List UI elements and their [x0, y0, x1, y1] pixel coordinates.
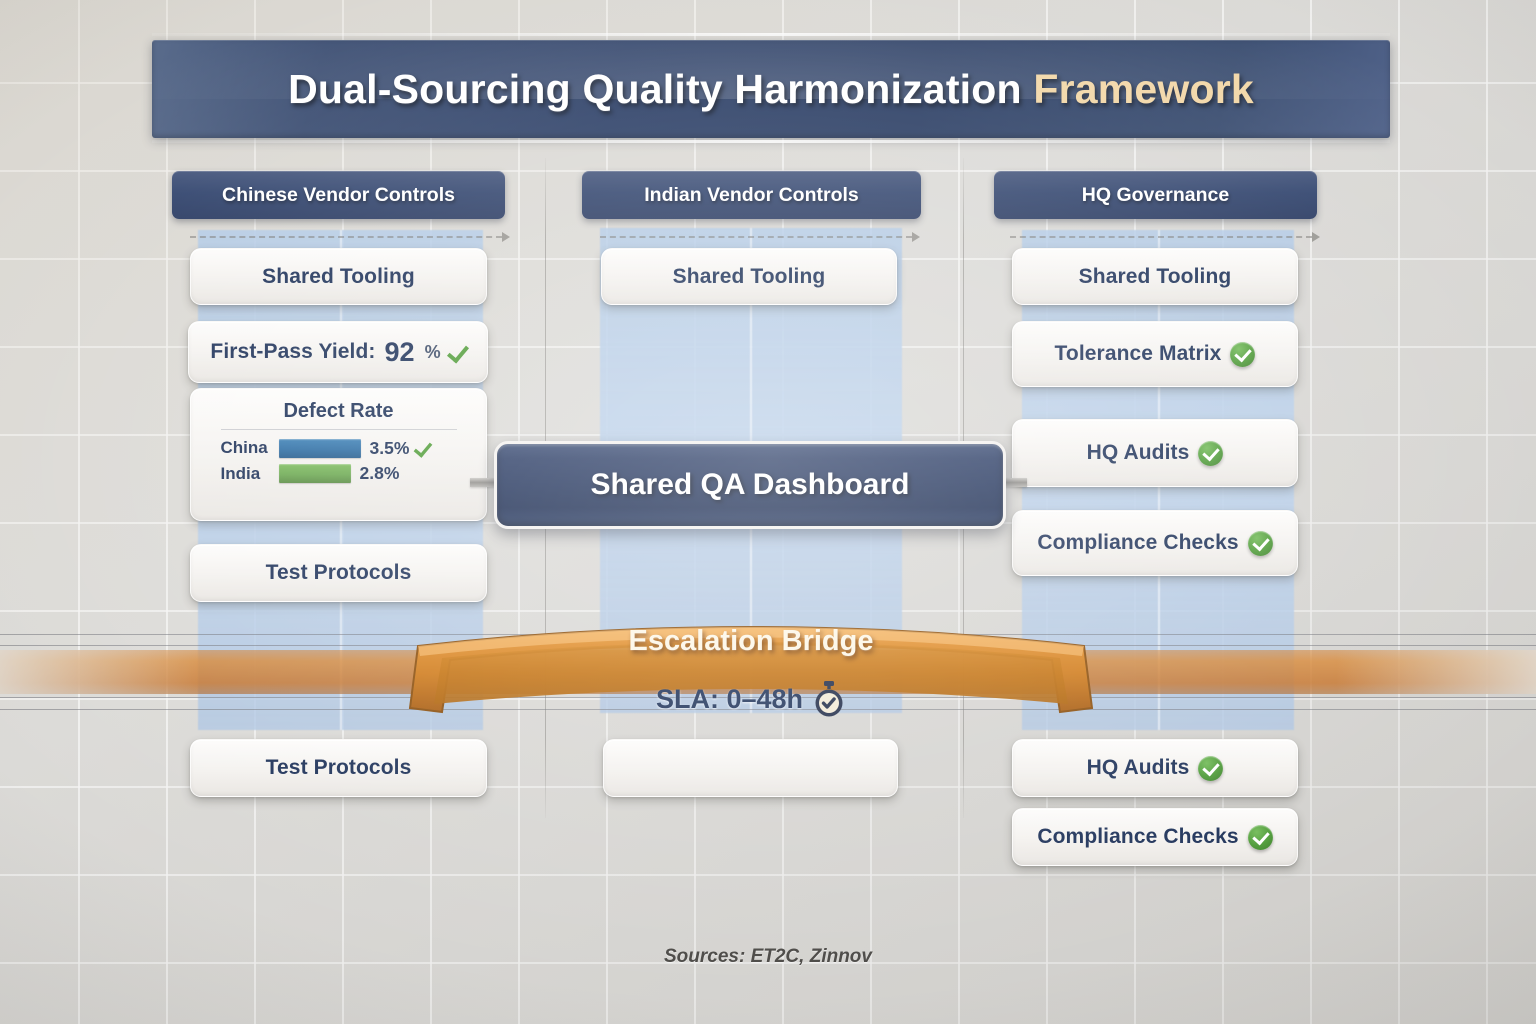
column-header-label: HQ Governance: [1081, 183, 1230, 206]
card-hq-audits-lower[interactable]: HQ Audits: [1012, 739, 1298, 797]
bridge-title: Escalation Bridge: [628, 625, 874, 657]
card-label: Test Protocols: [265, 756, 412, 779]
card-label: Shared Tooling: [1078, 264, 1232, 288]
metric-unit: %: [424, 341, 441, 362]
card-defect-rate[interactable]: Defect Rate China 3.5% India 2.8%: [190, 388, 487, 521]
escalation-bridge-plaque[interactable]: [404, 612, 1098, 714]
column-header-hq-governance[interactable]: HQ Governance: [994, 171, 1317, 219]
card-content: Compliance Checks: [1037, 530, 1273, 556]
defect-rate-title: Defect Rate: [283, 400, 394, 422]
card-empty-center[interactable]: [603, 739, 898, 797]
card-content: Tolerance Matrix: [1054, 341, 1256, 367]
defect-series-name: China: [220, 438, 268, 457]
card-first-pass-yield[interactable]: First-Pass Yield: 92 %: [188, 321, 488, 383]
page-title: Dual-Sourcing Quality Harmonization Fram…: [288, 66, 1254, 113]
card-tolerance-matrix[interactable]: Tolerance Matrix: [1012, 321, 1298, 387]
check-mark-icon: [417, 439, 431, 458]
check-circle-icon: [1198, 755, 1224, 781]
card-label: HQ Audits: [1086, 756, 1190, 779]
defect-bar-china: [278, 438, 361, 458]
card-label: Shared Tooling: [672, 264, 826, 288]
card-test-protocols-upper[interactable]: Test Protocols: [190, 544, 487, 602]
arrow-head: [1312, 232, 1320, 242]
arrow-line: [190, 236, 502, 238]
title-main-text: Dual-Sourcing Quality Harmonization: [288, 65, 1022, 112]
card-test-protocols-lower[interactable]: Test Protocols: [190, 739, 487, 797]
check-circle-icon: [1198, 440, 1224, 466]
bridge-arch-shape: [408, 626, 1094, 714]
card-label: Tolerance Matrix: [1054, 342, 1222, 365]
card-label: Compliance Checks: [1037, 825, 1239, 848]
check-mark-icon: [450, 341, 466, 363]
card-label: HQ Audits: [1086, 441, 1190, 464]
column-header-chinese-vendor[interactable]: Chinese Vendor Controls: [172, 171, 505, 219]
metric-value: 92: [384, 336, 415, 367]
check-circle-icon: [1230, 341, 1256, 367]
defect-value-india: 2.8%: [359, 463, 400, 483]
card-shared-tooling-left[interactable]: Shared Tooling: [190, 248, 487, 305]
check-circle-icon: [1247, 824, 1273, 850]
divider: [220, 429, 457, 430]
card-compliance-checks-lower[interactable]: Compliance Checks: [1012, 808, 1298, 866]
arrow-head: [912, 232, 920, 242]
defect-value-china: 3.5%: [369, 437, 410, 458]
flow-arrow-center: [600, 232, 920, 242]
metric-label: First-Pass Yield:: [210, 340, 376, 363]
sources-note: Sources: ET2C, Zinnov: [664, 946, 872, 967]
metric-row: First-Pass Yield: 92 %: [210, 337, 465, 368]
card-content: HQ Audits: [1086, 440, 1224, 466]
column-header-label: Indian Vendor Controls: [644, 183, 859, 206]
card-label: Compliance Checks: [1037, 531, 1239, 554]
flow-arrow-right: [1010, 232, 1320, 242]
connector-right: [999, 478, 1027, 487]
column-header-label: Chinese Vendor Controls: [222, 183, 455, 206]
banner-top-edge: [152, 33, 1390, 36]
flow-arrow-left: [190, 232, 510, 242]
card-label: Shared Tooling: [262, 264, 415, 288]
card-content: Compliance Checks: [1037, 824, 1273, 850]
card-hq-audits[interactable]: HQ Audits: [1012, 419, 1298, 487]
card-shared-tooling-center[interactable]: Shared Tooling: [601, 248, 897, 305]
defect-bar-row-china: China 3.5%: [221, 437, 457, 459]
card-content: HQ Audits: [1086, 755, 1224, 781]
banner-bottom-edge: [152, 140, 1390, 143]
stopwatch-icon: [815, 681, 843, 717]
arrow-line: [600, 236, 912, 238]
sla-row: SLA: 0–48h: [404, 680, 1098, 718]
defect-bar-india: [278, 464, 351, 483]
column-header-indian-vendor[interactable]: Indian Vendor Controls: [582, 171, 921, 219]
bridge-rule: [0, 709, 1536, 710]
arrow-line: [1010, 236, 1312, 238]
card-label: Test Protocols: [265, 561, 412, 584]
sla-label: SLA: 0–48h: [655, 683, 804, 714]
card-shared-tooling-right[interactable]: Shared Tooling: [1012, 248, 1298, 305]
bridge-rule: [0, 697, 1536, 698]
shared-qa-dashboard-hub[interactable]: Shared QA Dashboard: [494, 441, 1006, 529]
connector-left: [470, 478, 500, 487]
hub-label: Shared QA Dashboard: [590, 468, 910, 501]
arrow-head: [502, 232, 510, 242]
check-circle-icon: [1247, 530, 1273, 556]
card-compliance-checks[interactable]: Compliance Checks: [1012, 510, 1298, 576]
defect-bar-row-india: India 2.8%: [221, 463, 457, 484]
title-accent-text: Framework: [1033, 65, 1254, 112]
defect-series-name: India: [220, 463, 261, 483]
title-banner: Dual-Sourcing Quality Harmonization Fram…: [152, 40, 1390, 138]
